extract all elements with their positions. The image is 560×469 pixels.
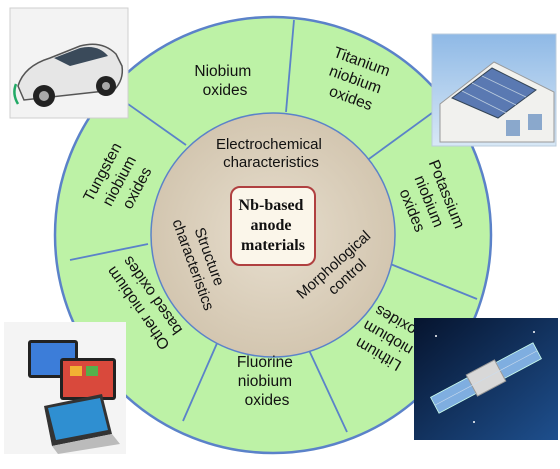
center-line-1: Nb-based (239, 197, 304, 214)
center-line-2: anode (251, 217, 292, 234)
segment-dividers (69, 19, 478, 433)
center-box (230, 186, 316, 266)
center-line-3: materials (241, 237, 305, 254)
center-title: Nb-based anode materials (239, 197, 308, 254)
tablet-laptop-icon (4, 322, 126, 454)
satellite-icon (414, 318, 558, 440)
electric-car-icon (9, 7, 129, 119)
inner-label-electrochemical: Electrochemical characteristics (216, 136, 326, 171)
solar-house-icon (431, 33, 557, 147)
segment-label-fluorine-niobium-oxides: Fluorine niobium oxides (237, 354, 297, 409)
segment-label-niobium-oxides: Niobium oxides (194, 63, 255, 99)
segment-label-titanium-niobium-oxides: Titanium niobium oxides (318, 44, 396, 117)
